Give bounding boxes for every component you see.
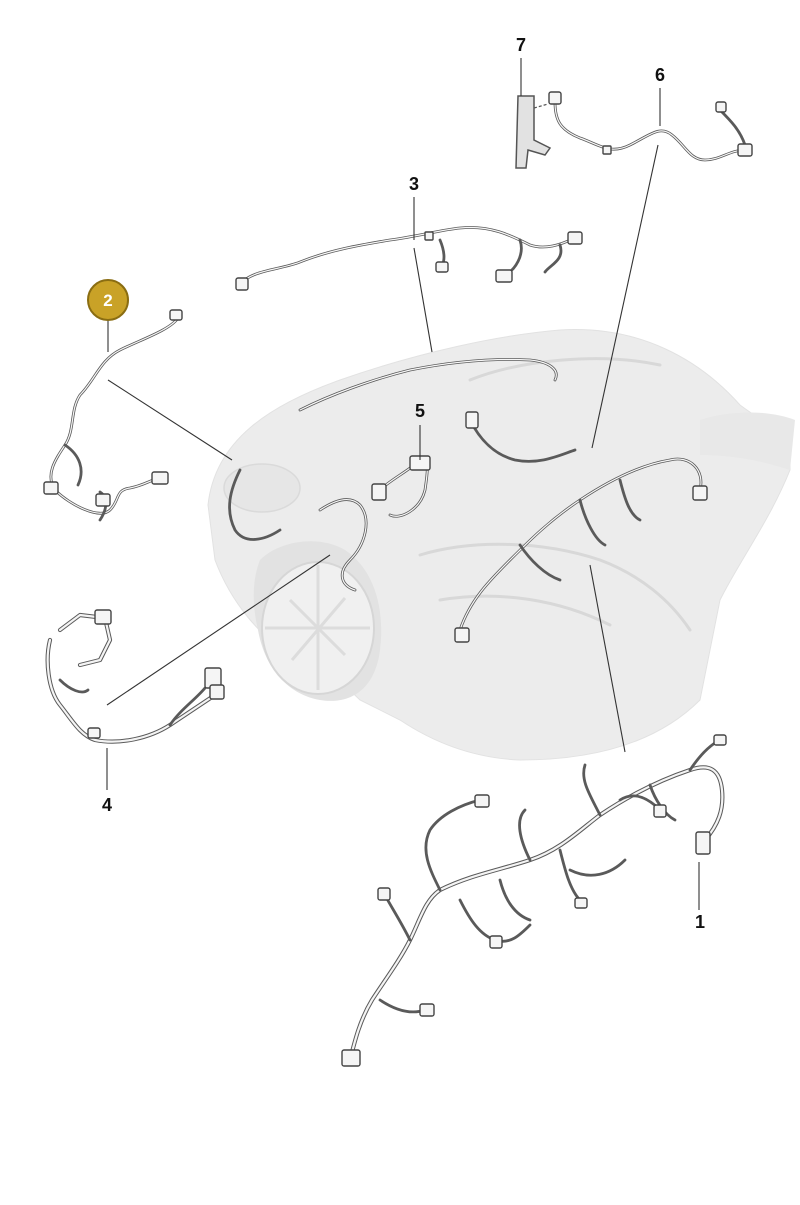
harness-3-roof[interactable] (235, 226, 583, 291)
leader-1b (589, 564, 626, 753)
callout-2: 2 (103, 291, 112, 310)
leader-3b (413, 247, 433, 353)
in-car-wiring (228, 358, 708, 643)
leader-6b (591, 144, 659, 449)
callout-4: 4 (102, 795, 112, 815)
callout-6: 6 (655, 65, 665, 85)
leader-lines (106, 58, 700, 910)
harness-2-front[interactable] (43, 309, 183, 522)
leader-2b (107, 379, 233, 461)
harness-1-main[interactable] (341, 734, 727, 1067)
leader-4b (106, 554, 331, 706)
callout-7: 7 (516, 35, 526, 55)
callout-3: 3 (409, 174, 419, 194)
callout-1: 1 (695, 912, 705, 932)
bracket-7[interactable] (515, 95, 552, 169)
callout-labels: 1 2 3 4 5 6 7 (87, 35, 705, 932)
harness-4-front-end[interactable] (45, 609, 225, 744)
harness-5-bracket[interactable] (371, 455, 431, 518)
callout-5: 5 (415, 401, 425, 421)
callout-2-badge[interactable]: 2 (87, 279, 129, 321)
harness-6-rear[interactable] (548, 91, 753, 162)
car-body-ghost (207, 329, 795, 761)
